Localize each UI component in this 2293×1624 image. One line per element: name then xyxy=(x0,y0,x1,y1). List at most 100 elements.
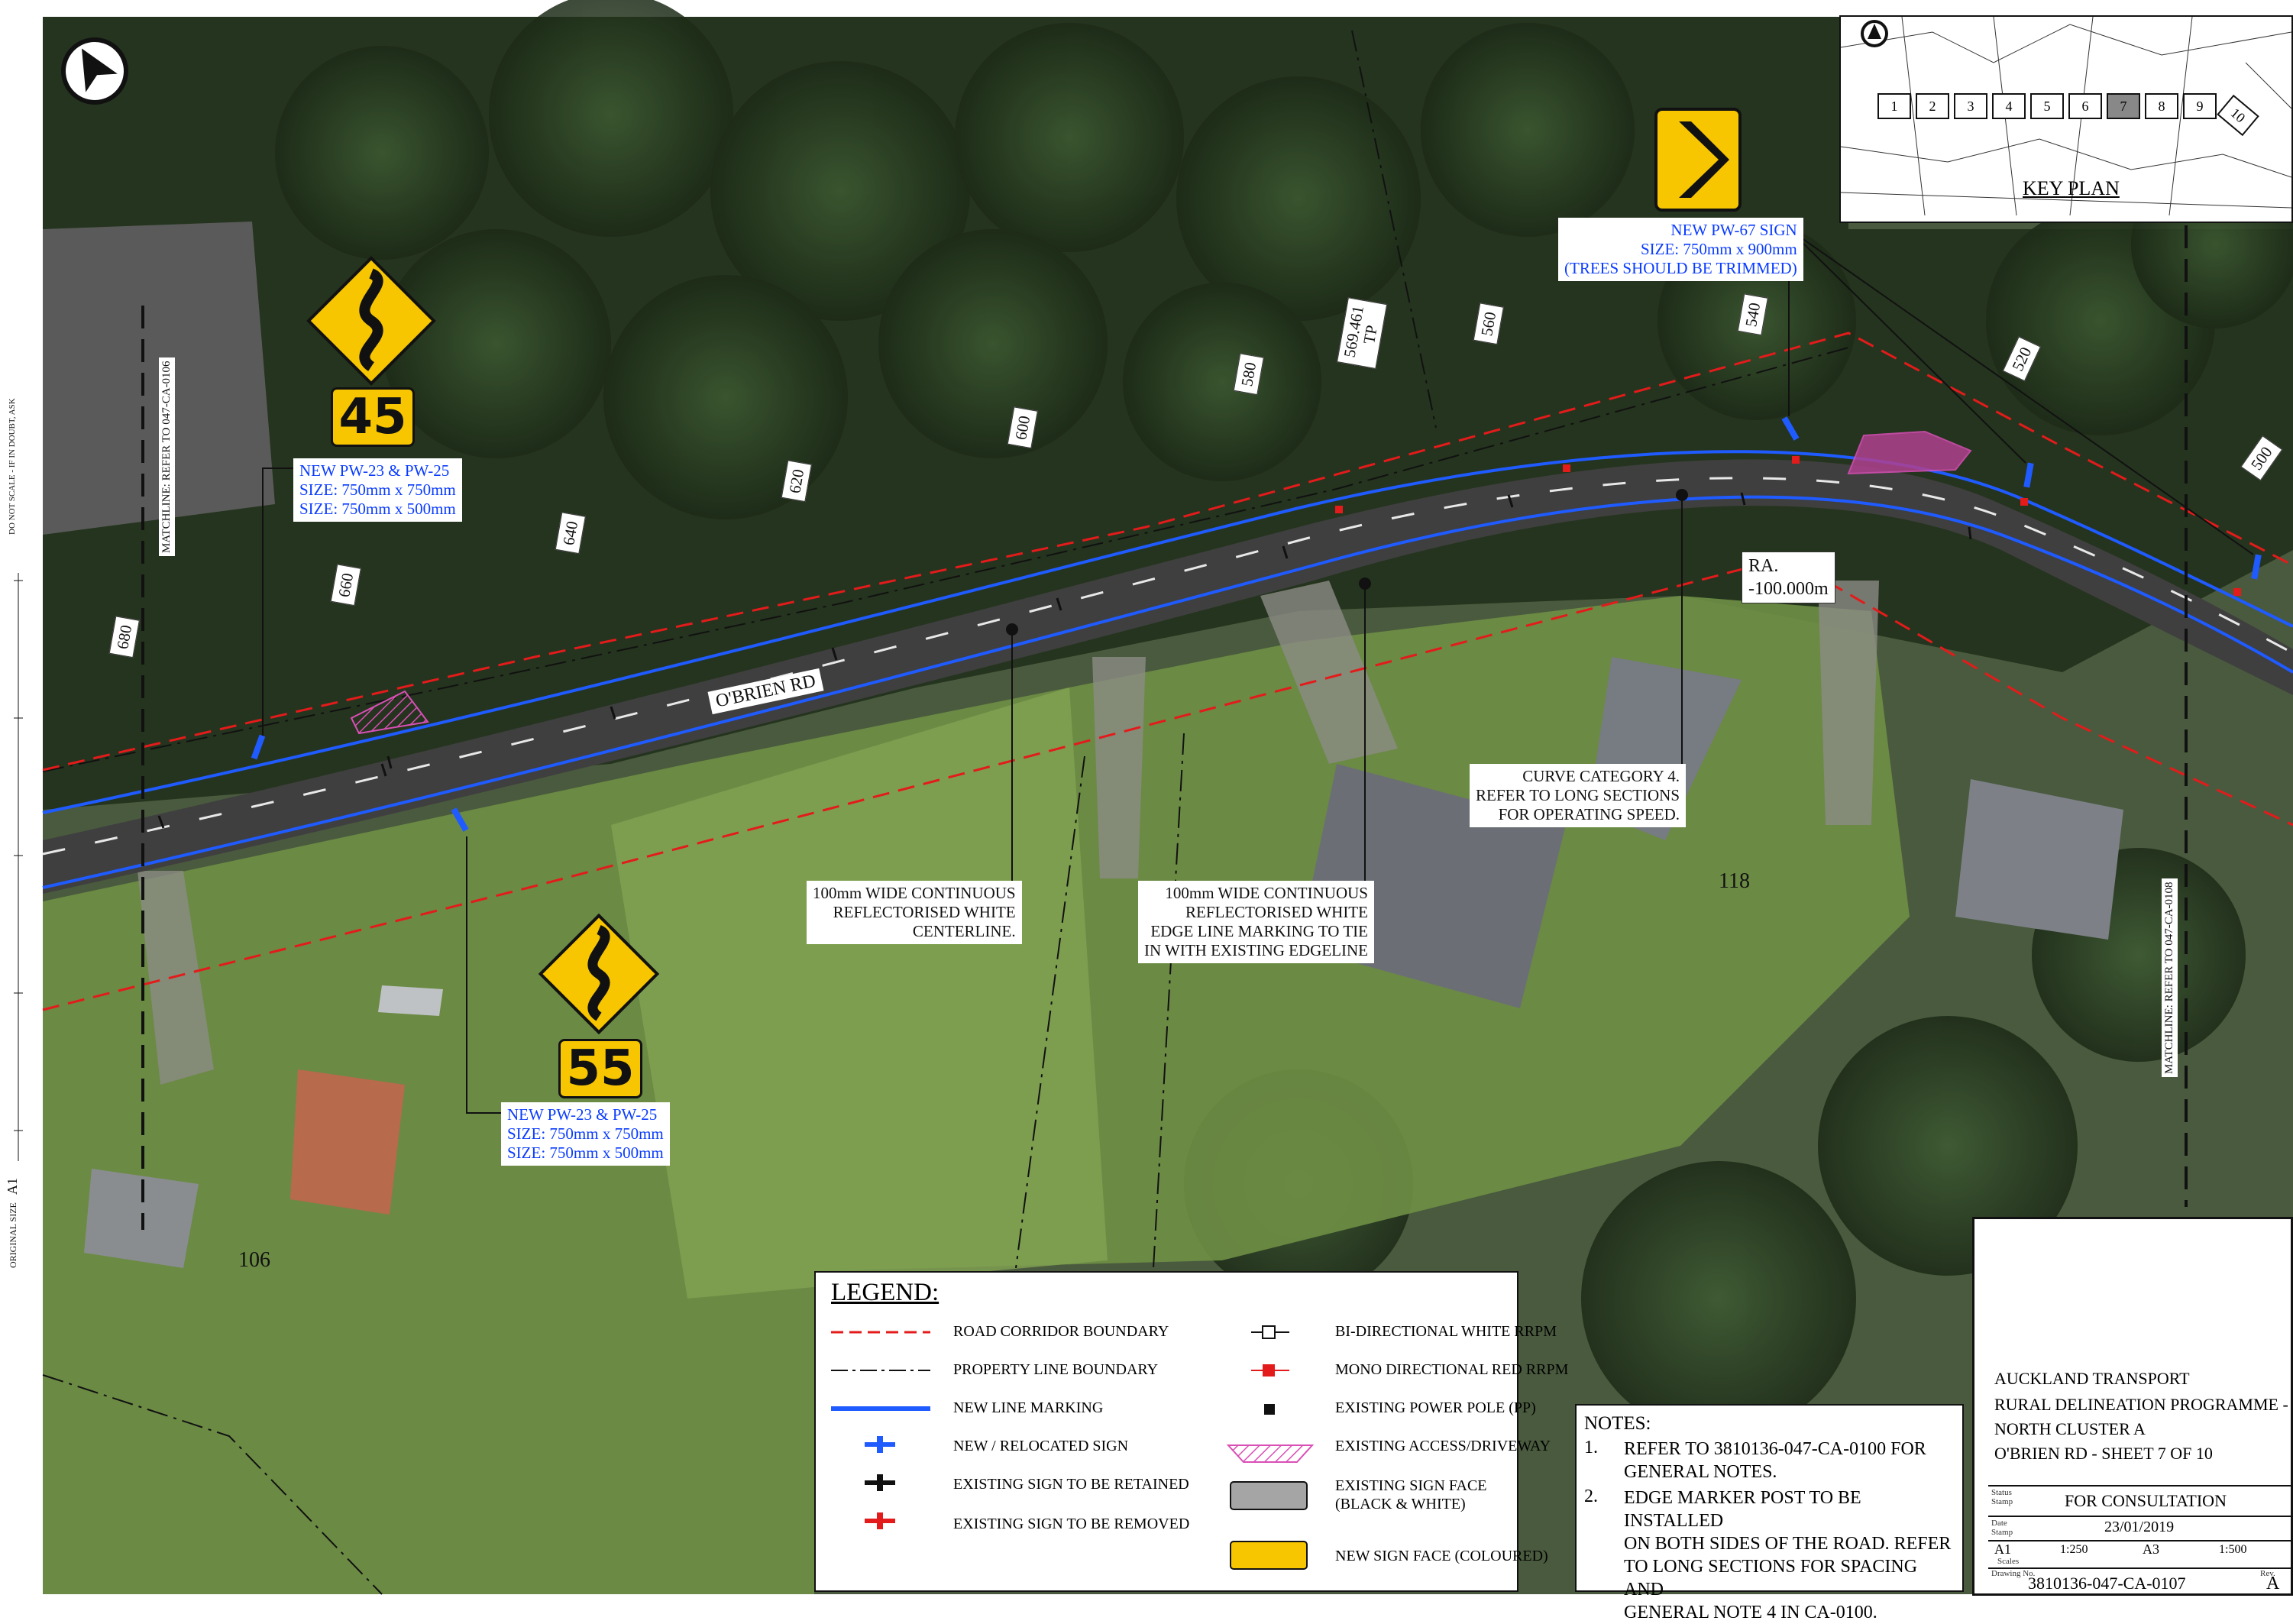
key-plan-sheet-4: 4 xyxy=(1992,93,2026,119)
key-plan-sheet-7: 7 xyxy=(2107,93,2140,119)
chevron-sign xyxy=(1654,108,1742,212)
legend-item: NEW SIGN FACE (COLOURED) xyxy=(1335,1548,1548,1564)
legend: LEGEND: ROAD CORRIDOR BOUNDARY PROPERTY … xyxy=(814,1271,1568,1592)
drawing-no-label: Drawing No. xyxy=(1991,1569,2036,1578)
driveway-2 xyxy=(1260,581,1398,764)
margin-scale-bar xyxy=(14,573,23,1161)
callout-line: REFLECTORISED WHITE xyxy=(833,903,1016,921)
driveway xyxy=(1092,657,1146,878)
project-name-2: NORTH CLUSTER A xyxy=(1994,1419,2146,1438)
lot-number-106: 106 xyxy=(238,1248,270,1272)
key-plan-sheet-8: 8 xyxy=(2145,93,2178,119)
key-plan-sheet-1: 1 xyxy=(1877,93,1911,119)
radius-label-line: -100.000m xyxy=(1748,579,1829,599)
speed-plate-55: 55 xyxy=(558,1039,642,1098)
legend-item: NEW LINE MARKING xyxy=(953,1399,1104,1416)
callout-pw23-upper: NEW PW-23 & PW-25 SIZE: 750mm x 750mm SI… xyxy=(293,458,462,522)
edge-marker-posts xyxy=(157,492,1972,829)
tb-divider xyxy=(1988,1567,2291,1569)
callout-curve-category: CURVE CATEGORY 4. REFER TO LONG SECTIONS… xyxy=(1470,764,1687,827)
note-text: REFER TO 3810136-047-CA-0100 FOR GENERAL… xyxy=(1624,1438,1960,1483)
size-a3: A3 xyxy=(2143,1542,2159,1557)
callout-line: SIZE: 750mm x 500mm xyxy=(507,1144,664,1162)
legend-item: EXISTING SIGN FACE xyxy=(1335,1477,1487,1494)
callout-line: REFER TO LONG SECTIONS xyxy=(1476,786,1680,804)
callout-line: NEW PW-23 & PW-25 xyxy=(299,461,450,480)
legend-item: (BLACK & WHITE) xyxy=(1335,1496,1466,1512)
note-line: ON BOTH SIDES OF THE ROAD. REFER xyxy=(1624,1534,1952,1554)
radius-label-line: RA. xyxy=(1748,556,1779,576)
key-plan-sheet-6: 6 xyxy=(2068,93,2102,119)
legend-item: BI-DIRECTIONAL WHITE RRPM xyxy=(1335,1323,1557,1340)
curve-radius-label: RA. -100.000m xyxy=(1742,552,1835,603)
callout-line: EDGE LINE MARKING TO TIE xyxy=(1150,922,1368,940)
scale-a1: 1:250 xyxy=(2060,1543,2088,1556)
callout-line: REFLECTORISED WHITE xyxy=(1185,903,1368,921)
note-line: EDGE MARKER POST TO BE INSTALLED xyxy=(1624,1488,1861,1531)
callout-line: NEW PW-67 SIGN xyxy=(1670,221,1797,239)
existing-access xyxy=(350,690,429,735)
date-label: Date Stamp xyxy=(1991,1519,2013,1537)
legend-item: EXISTING SIGN TO BE REMOVED xyxy=(953,1516,1190,1532)
legend-item: EXISTING POWER POLE (PP) xyxy=(1335,1399,1536,1416)
title-block: AUCKLAND TRANSPORT RURAL DELINEATION PRO… xyxy=(1972,1217,2293,1596)
rev-label: Rev. xyxy=(2260,1569,2275,1578)
new-line-marking xyxy=(42,450,2293,889)
key-plan-title: KEY PLAN xyxy=(2023,177,2120,199)
sheet-title: O'BRIEN RD - SHEET 7 OF 10 xyxy=(1994,1444,2213,1463)
legend-item: PROPERTY LINE BOUNDARY xyxy=(953,1361,1159,1378)
do-not-scale-note: DO NOT SCALE - IF IN DOUBT, ASK xyxy=(8,398,17,535)
callout-edgeline: 100mm WIDE CONTINUOUS REFLECTORISED WHIT… xyxy=(1138,881,1374,963)
key-plan-sheet-9: 9 xyxy=(2183,93,2217,119)
callout-line: SIZE: 750mm x 750mm xyxy=(299,480,456,499)
driveway-3 xyxy=(1818,581,1879,825)
lot-number-118: 118 xyxy=(1719,869,1750,893)
driveway-4 xyxy=(137,871,214,1085)
note-line: GENERAL NOTES. xyxy=(1624,1462,1777,1482)
existing-access-2 xyxy=(1847,430,1972,475)
legend-item: NEW / RELOCATED SIGN xyxy=(953,1438,1129,1454)
callout-line: FOR OPERATING SPEED. xyxy=(1498,805,1680,823)
callout-pw23-lower: NEW PW-23 & PW-25 SIZE: 750mm x 750mm SI… xyxy=(501,1102,670,1166)
original-size-value: A1 xyxy=(5,1178,20,1195)
tb-divider xyxy=(1988,1540,2291,1542)
drawing-number: 3810136-047-CA-0107 xyxy=(2028,1574,2186,1593)
notes-title: NOTES: xyxy=(1584,1413,1651,1434)
grass-paddock-2 xyxy=(611,687,1108,1299)
key-plan-sheet-3: 3 xyxy=(1954,93,1987,119)
status-label: Status Stamp xyxy=(1991,1488,2013,1506)
legend-symbols xyxy=(831,1325,1315,1570)
notes-panel: NOTES: 1. REFER TO 3810136-047-CA-0100 F… xyxy=(1575,1404,1964,1622)
legend-item: ROAD CORRIDOR BOUNDARY xyxy=(953,1323,1169,1340)
callout-line: NEW PW-23 & PW-25 xyxy=(507,1105,658,1124)
speed-plate-45: 45 xyxy=(331,387,415,447)
note-line: TO LONG SECTIONS FOR SPACING AND xyxy=(1624,1557,1918,1600)
note-number: 2. xyxy=(1584,1487,1598,1506)
tb-divider xyxy=(1988,1516,2291,1517)
callout-line: SIZE: 750mm x 900mm xyxy=(1640,240,1797,258)
key-plan-sheet-2: 2 xyxy=(1916,93,1949,119)
legend-item: MONO DIRECTIONAL RED RRPM xyxy=(1335,1361,1569,1378)
red-rrpm xyxy=(1335,456,2241,596)
callout-line: SIZE: 750mm x 750mm xyxy=(507,1124,664,1143)
original-size-label: ORIGINAL SIZE xyxy=(8,1202,18,1268)
scales-label: Scales xyxy=(1997,1557,2020,1566)
callout-line: 100mm WIDE CONTINUOUS xyxy=(1165,884,1368,902)
callout-pw67: NEW PW-67 SIGN SIZE: 750mm x 900mm (TREE… xyxy=(1558,218,1803,281)
winding-road-sign-lower xyxy=(538,913,660,1035)
matchlines xyxy=(141,225,2188,1230)
winding-road-sign-upper xyxy=(306,256,436,386)
matchline-right-label: MATCHLINE: REFER TO 047-CA-0108 xyxy=(2162,878,2178,1077)
note-text: EDGE MARKER POST TO BE INSTALLED ON BOTH… xyxy=(1624,1487,1960,1624)
callout-line: (TREES SHOULD BE TRIMMED) xyxy=(1564,259,1797,277)
note-number: 1. xyxy=(1584,1438,1598,1457)
date-value: 23/01/2019 xyxy=(2104,1519,2175,1535)
legend-item: EXISTING ACCESS/DRIVEWAY xyxy=(1335,1438,1551,1454)
callout-line: 100mm WIDE CONTINUOUS xyxy=(813,884,1016,902)
revision: A xyxy=(2266,1574,2280,1593)
callout-line: CENTERLINE. xyxy=(912,922,1016,940)
size-a1: A1 xyxy=(1994,1542,2011,1557)
note-line: REFER TO 3810136-047-CA-0100 FOR xyxy=(1624,1439,1926,1459)
legend-title: LEGEND: xyxy=(831,1279,940,1306)
